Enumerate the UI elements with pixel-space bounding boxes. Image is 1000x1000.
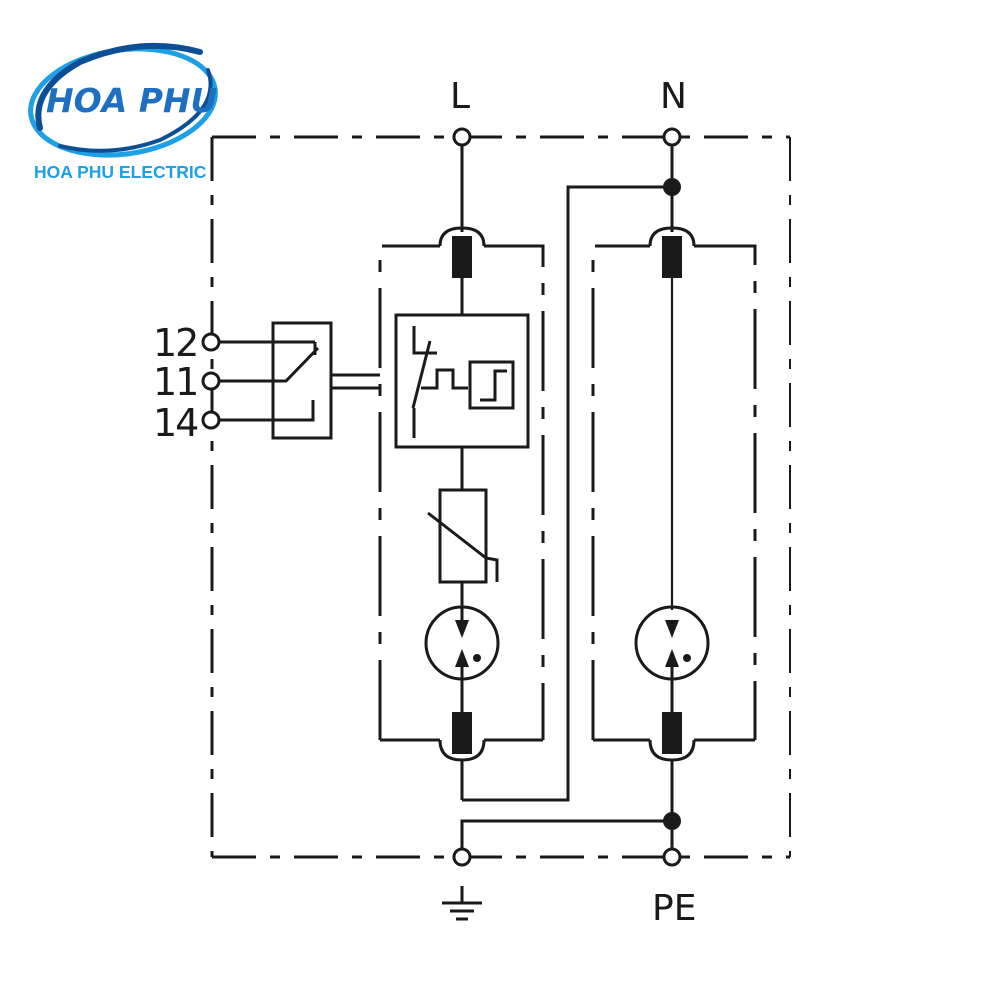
aux-terminal-11[interactable] (201, 371, 221, 391)
logo-swoosh-icon (28, 42, 218, 158)
junction-node-n (663, 178, 681, 196)
gas-discharge-tube-l-icon (424, 605, 500, 681)
varistor-icon (427, 488, 499, 584)
terminal-label-pe: PE (652, 888, 696, 929)
terminal-n[interactable] (662, 127, 682, 147)
fuse-holder-arc (438, 226, 486, 247)
aux-label-14: 14 (153, 401, 198, 445)
n-module-frame-right (694, 244, 757, 740)
l-module-frame-left (378, 244, 440, 740)
fuse-n-bottom-icon (662, 712, 682, 754)
aux-label-12: 12 (153, 321, 197, 365)
fuse-n-top-icon (662, 236, 682, 278)
fuse-l-top-icon (452, 236, 472, 278)
aux-terminal-14[interactable] (201, 410, 221, 430)
remote-signal-contact (219, 321, 380, 440)
l-protection-module (378, 146, 672, 802)
aux-label-11: 11 (153, 360, 197, 404)
l-module-frame-right (484, 244, 545, 740)
logo-brand-text: HOA PHU (46, 81, 218, 120)
terminal-label-n: N (660, 76, 687, 117)
gas-discharge-tube-n-icon (634, 605, 710, 681)
company-logo: HOA PHU HOA PHU ELECTRIC (28, 42, 218, 182)
thermal-disconnector-icon (394, 313, 530, 449)
terminal-l[interactable] (452, 127, 472, 147)
outer-enclosure-frame (210, 135, 791, 859)
fuse-l-bottom-icon (452, 712, 472, 754)
n-module-frame-left (591, 244, 650, 740)
terminal-earth[interactable] (452, 847, 472, 867)
logo-company-text: HOA PHU ELECTRIC (34, 162, 207, 182)
terminal-label-l: L (450, 76, 470, 117)
terminal-pe[interactable] (662, 847, 682, 867)
aux-terminal-12[interactable] (201, 332, 221, 352)
earth-ground-icon (442, 886, 482, 921)
n-protection-module (591, 146, 757, 848)
earth-link-wire (460, 819, 672, 848)
